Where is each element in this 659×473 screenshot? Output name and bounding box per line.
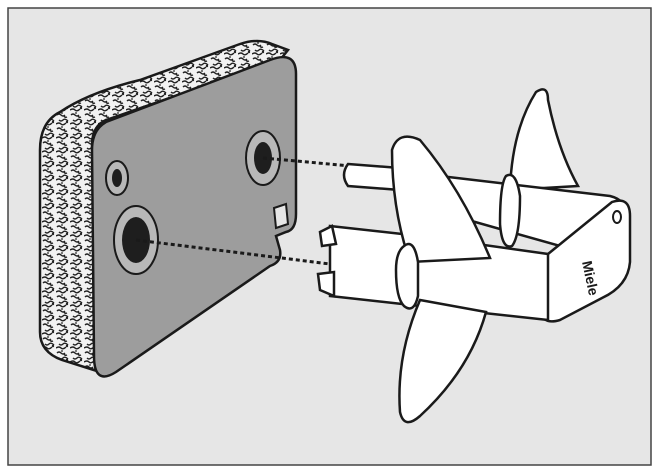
fin-front-lower (398, 298, 488, 424)
pin-upper (342, 162, 402, 192)
housing-face (90, 55, 298, 378)
guide-line-upper (262, 156, 396, 172)
brand-label: Miele (579, 259, 602, 297)
fin-front (390, 135, 492, 264)
collar-back (498, 173, 522, 248)
handle-rivet (612, 210, 622, 224)
paddle-holder: Miele (316, 88, 632, 424)
fin-back-top (508, 88, 581, 192)
housing-sponge-edge (38, 39, 291, 374)
shaft-keyed-end (316, 224, 338, 298)
housing-notch (272, 202, 290, 230)
guide-line-lower (135, 238, 331, 266)
filter-housing (38, 39, 298, 378)
hole-small (112, 169, 122, 187)
collar-front (394, 242, 420, 310)
